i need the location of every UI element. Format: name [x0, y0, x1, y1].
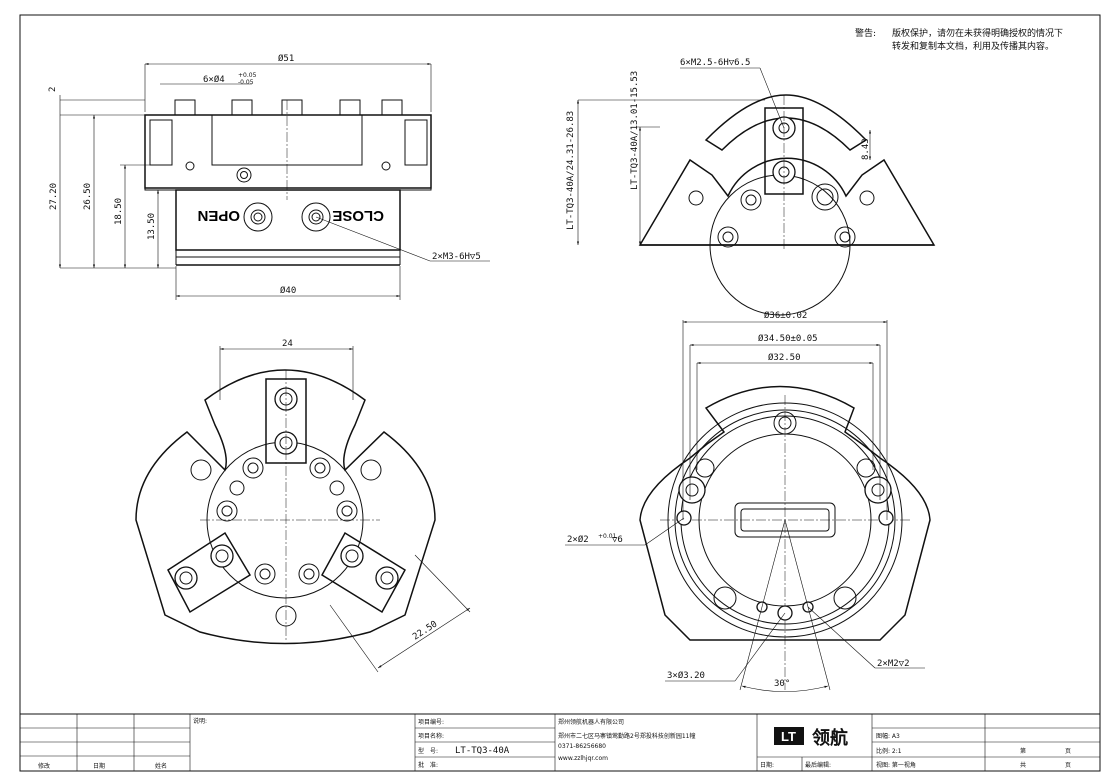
vertical-note2: LT-TQ3-40A/24.31-26.83 — [566, 111, 576, 230]
view-label: 视图: 第一视角 — [876, 761, 916, 769]
dim-8-43: 8.43 — [861, 138, 871, 160]
dim-26-50: 26.50 — [83, 183, 93, 210]
total-unit: 页 — [1065, 762, 1071, 769]
logo-text: 领航 — [812, 727, 848, 749]
rev-label: 修改 — [38, 762, 50, 770]
company-name: 郑州领航机器人有限公司 — [558, 718, 624, 726]
dim-18-50: 18.50 — [114, 198, 124, 225]
title-block: 修改 日期 姓名 说明: 项目编号: 项目名称: 型 号: LT-TQ3-40A… — [19, 713, 1101, 772]
project-name-label: 项目名称: — [418, 732, 444, 740]
dim-2: 2 — [48, 87, 58, 92]
scale-label: 比例: 2:1 — [876, 747, 902, 755]
dim-dia-51: Ø51 — [278, 53, 294, 64]
notes-label: 说明: — [193, 717, 207, 725]
logo-box — [774, 727, 804, 745]
approve-label: 批 准: — [418, 761, 438, 769]
side-view: 6×M2.5-6H▽6.5 LT-TQ3-40A/13.01-15.53 LT-… — [566, 58, 936, 316]
dim-dia-36: Ø36±0.02 — [764, 310, 807, 321]
date-label: 日期 — [93, 762, 105, 770]
project-no-label: 项目编号: — [418, 718, 444, 726]
thread-m2-note: 2×M2▽2 — [877, 659, 910, 669]
pin-tol: +0.01 — [598, 533, 617, 540]
date2-label: 日期: — [760, 761, 774, 769]
open-label: OPEN — [197, 207, 240, 224]
dim-6-dia-4: 6×Ø4 — [203, 74, 225, 85]
dim-dia-40: Ø40 — [280, 285, 296, 296]
top-view: 24 22.50 — [135, 339, 471, 673]
page-unit: 页 — [1065, 748, 1071, 755]
model-label: 型 号: — [418, 747, 438, 755]
angle-30: 30° — [774, 679, 790, 689]
holes-3-note: 3×Ø3.20 — [667, 670, 705, 681]
company-phone: 0371-86256680 — [558, 743, 606, 750]
bottom-view: Ø36±0.02 Ø34.50±0.05 Ø32.50 2×Ø2 +0.01 ▽… — [565, 310, 931, 692]
warning-line2: 转发和复制本文档，利用及传播其内容。 — [892, 40, 1054, 52]
sheet-size-label: 图幅: A3 — [876, 732, 900, 740]
last-edit-label: 最后编辑: — [805, 761, 831, 769]
name-label: 姓名 — [155, 762, 167, 770]
total-label: 共 — [1020, 761, 1026, 769]
dim-24: 24 — [282, 339, 293, 349]
company-web: www.zzlhjqr.com — [558, 755, 608, 762]
dim-dia-34-50: Ø34.50±0.05 — [758, 333, 818, 344]
close-label: CLOSE — [332, 207, 384, 224]
dim-27-20: 27.20 — [49, 183, 59, 210]
warning-label: 警告: — [855, 27, 876, 39]
thread-m3-note: 2×M3-6H▽5 — [432, 252, 481, 262]
model-value: LT-TQ3-40A — [455, 746, 510, 756]
tol-lower: -0.05 — [238, 79, 254, 86]
page-label: 第 — [1020, 747, 1026, 755]
pin-note: 2×Ø2 — [567, 534, 589, 545]
dim-dia-32-50: Ø32.50 — [768, 352, 801, 363]
tol-upper: +0.05 — [238, 72, 257, 79]
vertical-note1: LT-TQ3-40A/13.01-15.53 — [630, 71, 640, 190]
pin-depth: ▽6 — [612, 535, 623, 545]
warning-line1: 版权保护，请勿在未获得明确授权的情况下 — [892, 27, 1063, 39]
sheet-border — [19, 14, 1101, 772]
company-addr: 郑州市二七区马寨镇莺勤路2号郑投科技创新园11幢 — [558, 732, 695, 740]
logo-mark: LT — [781, 729, 796, 744]
front-view: OPEN CLOSE Ø51 6×Ø4 +0.05 -0.05 2 27.20 … — [48, 53, 490, 300]
dim-13-50: 13.50 — [147, 213, 157, 240]
thread-m25-note: 6×M2.5-6H▽6.5 — [680, 58, 750, 68]
